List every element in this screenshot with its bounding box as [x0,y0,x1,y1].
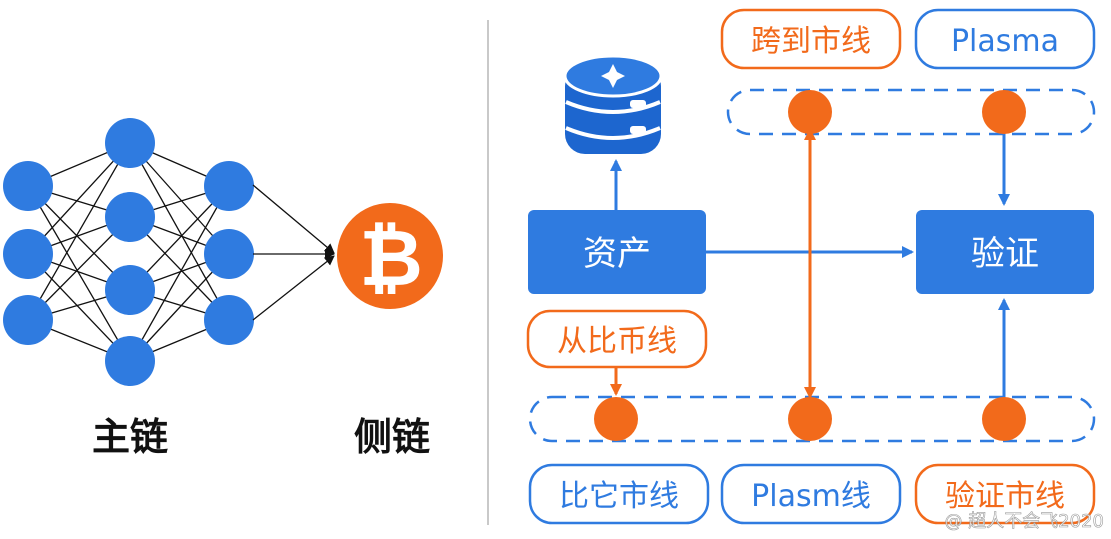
watermark: @ 超人不会飞2020 [944,511,1104,532]
network-node [105,118,155,168]
database-icon [563,54,663,154]
top-dashed-rail [726,88,1096,136]
main-chain-label: 主链 [92,415,168,459]
rail-nodes [594,90,1026,441]
tag-cross-line: 跨到市线 [720,8,902,70]
verify-box: 验证 [916,210,1094,294]
svg-text:比它市线: 比它市线 [559,479,679,514]
network-node [105,265,155,315]
network-node [3,295,53,345]
network-node [204,295,254,345]
svg-text:验证市线: 验证市线 [945,479,1065,514]
network-connections [27,142,230,362]
network-node [204,161,254,211]
converging-arrows [252,184,335,321]
network-edge [27,142,131,321]
main-chain-network [3,118,254,386]
tag-slave-coin-line: 从比币线 [526,309,708,369]
asset-box: 资产 [528,210,706,294]
svg-text:验证: 验证 [971,234,1039,274]
network-edge [27,142,131,255]
network-edge [129,142,230,321]
svg-text:资产: 资产 [583,234,651,274]
tag-plasm-line: Plasm线 [720,463,902,525]
network-node [3,229,53,279]
network-node [3,161,53,211]
network-node [105,336,155,386]
svg-text:Plasm线: Plasm线 [751,479,871,514]
svg-text:Plasma: Plasma [951,24,1059,59]
tag-other-coin-line: 比它市线 [528,463,710,525]
network-edge [27,185,131,362]
svg-text:₿: ₿ [359,214,423,304]
side-chain-label: 侧链 [354,415,430,459]
tag-plasma: Plasma [914,8,1096,70]
tag-verify-market-line: 验证市线 [914,463,1096,525]
bitcoin-icon: ₿ [337,203,443,309]
svg-text:跨到市线: 跨到市线 [751,24,871,59]
network-node [204,229,254,279]
svg-text:从比币线: 从比币线 [557,324,677,359]
network-node [105,192,155,242]
network-edge [129,185,230,362]
